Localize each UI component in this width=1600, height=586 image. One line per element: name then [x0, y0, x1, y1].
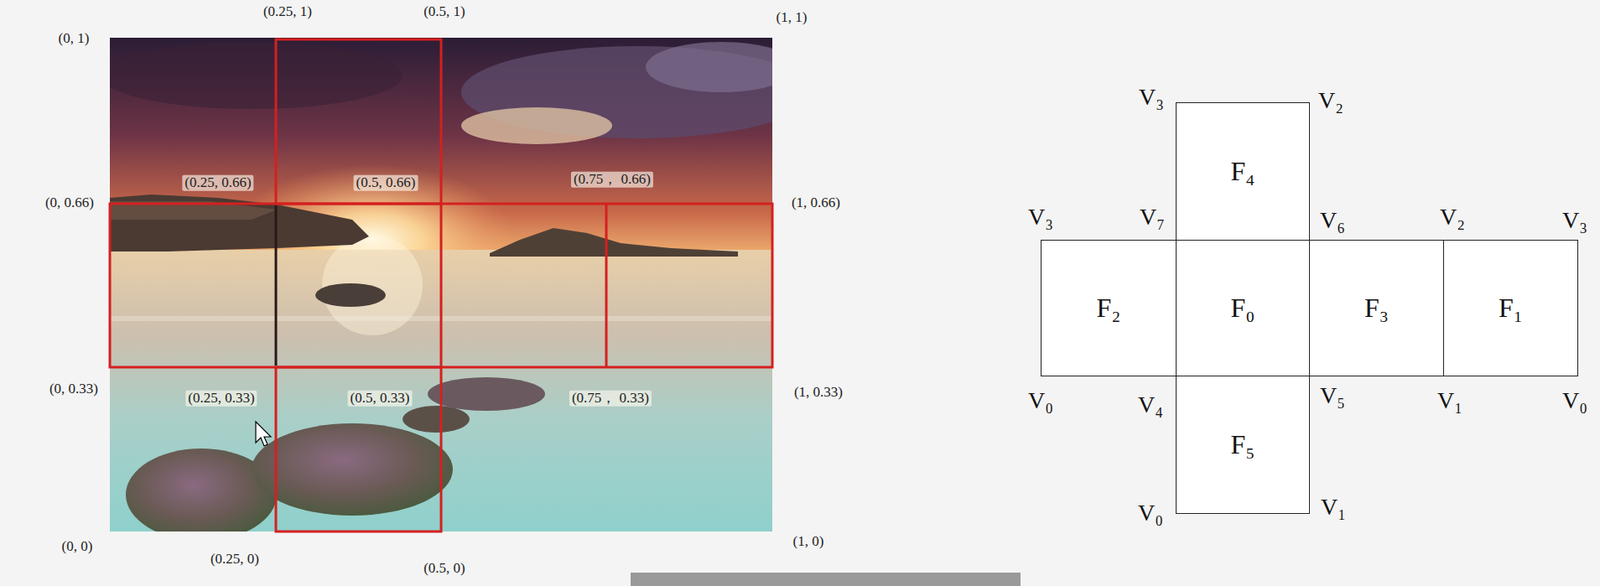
cube-face: F₁: [1443, 239, 1579, 377]
uv-coordinate: (1, 0.33): [794, 384, 843, 401]
cube-face: F₄: [1175, 102, 1310, 241]
uv-coordinate: (0.5, 0.33): [348, 390, 413, 407]
face-label: F₁: [1498, 292, 1523, 324]
face-label: F₃: [1364, 292, 1389, 324]
vertex-label: V₀: [1137, 500, 1164, 527]
vertex-label: V₃: [1562, 207, 1588, 234]
uv-coordinate: (0, 0): [62, 539, 94, 556]
uv-coordinate: (0.75， 0.33): [569, 390, 652, 407]
uv-coordinate: (0, 0.66): [45, 195, 94, 212]
uv-coordinate: (0.5, 1): [423, 4, 466, 21]
vertex-label: V₅: [1319, 383, 1346, 410]
vertex-label: V₂: [1318, 88, 1344, 115]
vertex-label: V₄: [1137, 392, 1164, 419]
vertex-label: V₃: [1028, 204, 1054, 231]
uv-coordinate: (0.25, 0): [210, 551, 260, 568]
vertex-label: V₆: [1319, 207, 1346, 234]
uv-coordinate: (0, 1): [58, 31, 90, 47]
vertex-label: V₁: [1437, 388, 1463, 415]
vertex-label: V₀: [1562, 388, 1588, 415]
mouse-cursor: [255, 421, 271, 447]
face-label: F₄: [1231, 155, 1256, 188]
uv-coordinate: (0.75， 0.66): [571, 171, 654, 188]
uv-coordinate: (0.25, 1): [263, 4, 312, 21]
uv-coordinate: (0.25, 0.33): [185, 390, 257, 407]
sunset-photo: [109, 37, 773, 532]
status-bar: [630, 572, 1021, 586]
uv-coordinate: (1, 1): [776, 10, 808, 26]
uv-coordinate: (0.5, 0): [423, 561, 466, 577]
vertex-label: V₃: [1138, 84, 1164, 111]
uv-coordinate: (1, 0): [793, 534, 825, 551]
vertex-label: V₀: [1028, 388, 1054, 415]
grid-line: [275, 205, 278, 366]
uv-coordinate: (0.5, 0.66): [353, 175, 419, 192]
vertex-label: V₇: [1139, 204, 1165, 231]
vertex-label: V₁: [1320, 494, 1346, 521]
cube-face: F₅: [1175, 375, 1310, 515]
cube-face: F₀: [1175, 239, 1310, 377]
uv-coordinate: (1, 0.66): [791, 195, 841, 212]
face-label: F₅: [1231, 429, 1256, 461]
grid-outline: [109, 39, 773, 532]
uv-coordinate: (0.25, 0.66): [181, 175, 254, 192]
cube-face: F₂: [1040, 239, 1177, 377]
face-label: F₂: [1096, 292, 1122, 324]
cube-face: F₃: [1309, 239, 1445, 377]
uv-coordinate: (0, 0.33): [49, 381, 99, 398]
face-label: F₀: [1231, 292, 1256, 324]
vertex-label: V₂: [1439, 204, 1465, 231]
